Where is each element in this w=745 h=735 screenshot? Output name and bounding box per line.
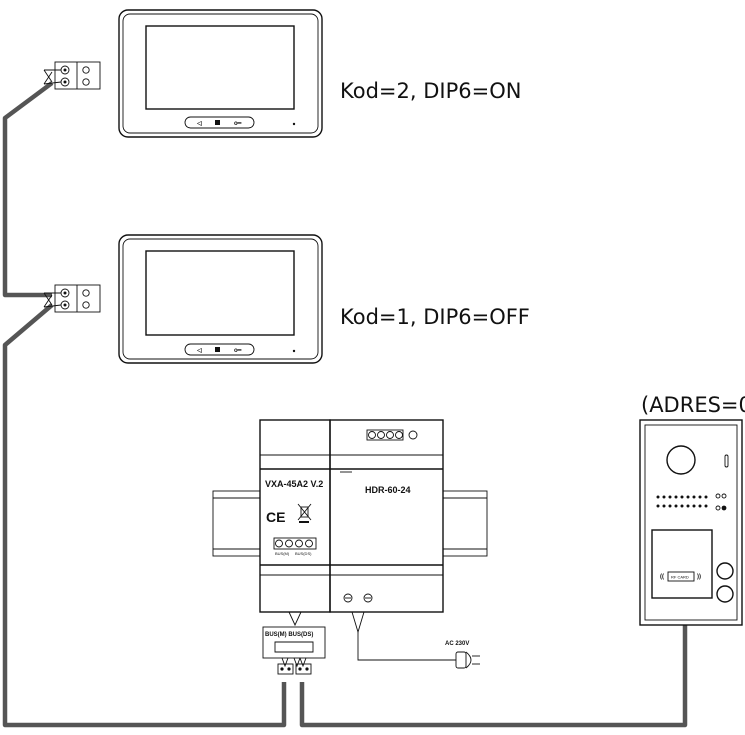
monitor-top-screen (145, 25, 295, 110)
rf-wave-left-icon: (( (660, 574, 664, 580)
monitor-bottom-led (292, 349, 296, 353)
status-icons (715, 493, 727, 511)
monitor-top-label: Kod=2, DIP6=ON (340, 79, 521, 103)
wire-controller-to-door-station (299, 625, 688, 728)
terminal-block-top (43, 61, 101, 90)
door-icon (215, 120, 220, 125)
speaker-grille-icon (656, 495, 708, 508)
monitor-bottom-button-bar (184, 343, 255, 356)
monitor-top: ◁ o━ (118, 9, 323, 138)
bus-terminal-label: BUS(M) BUS(DS) (265, 632, 313, 638)
rf-wave-right-icon: )) (697, 574, 701, 580)
rf-card-icon (667, 571, 695, 582)
din-rail (212, 490, 488, 557)
controller-bus-connector: BUS(M) BUS(DS) (262, 611, 326, 675)
key-icon: o━ (234, 348, 242, 354)
monitor-bottom-screen (145, 250, 295, 336)
monitor-top-led (292, 122, 296, 126)
weee-bin-icon (297, 503, 312, 523)
monitor-bottom-label: Kod=1, DIP6=OFF (340, 305, 530, 329)
speaker-icon: ◁ (196, 120, 202, 127)
speaker-icon: ◁ (196, 347, 202, 354)
power-led-icon (408, 430, 418, 440)
controller-screw-terminals (273, 537, 317, 550)
camera-lens-icon (666, 445, 696, 475)
bus-m-small-label: BUS(M) (275, 551, 290, 556)
bus-wiring (2, 81, 688, 728)
mains-cable: AC 230V (351, 611, 480, 669)
door-icon (215, 347, 220, 352)
key-icon: o━ (234, 121, 242, 127)
monitor-bottom: ◁ o━ (118, 234, 323, 364)
mains-label: AC 230V (445, 641, 469, 647)
door-station: (( RF CARD )) (639, 419, 743, 626)
ce-mark-icon: CE (266, 509, 285, 525)
power-supply-model: HDR-60-24 (365, 485, 411, 495)
rf-card-label: RF CARD (671, 575, 689, 580)
wire-monitor2-to-controller (2, 303, 287, 728)
power-supply-module: HDR-60-24 (329, 419, 444, 613)
wire-monitor1-to-monitor2 (2, 81, 54, 298)
power-output-terminals (366, 429, 418, 441)
call-button-1 (716, 562, 734, 580)
rf-reader-panel (651, 529, 713, 599)
door-station-address-label: (ADRES=0) (641, 393, 745, 417)
power-input-terminals (343, 593, 373, 603)
monitor-top-button-bar (184, 116, 255, 129)
call-button-2 (716, 585, 734, 603)
bus-ds-small-label: BUS(DS) (295, 551, 312, 556)
controller-model: VXA-45A2 V.2 (265, 479, 323, 489)
door-station-led (724, 454, 729, 468)
terminal-block-bottom (43, 284, 101, 313)
controller-module: VXA-45A2 V.2 CE BUS(M) BUS(DS) (259, 419, 331, 613)
